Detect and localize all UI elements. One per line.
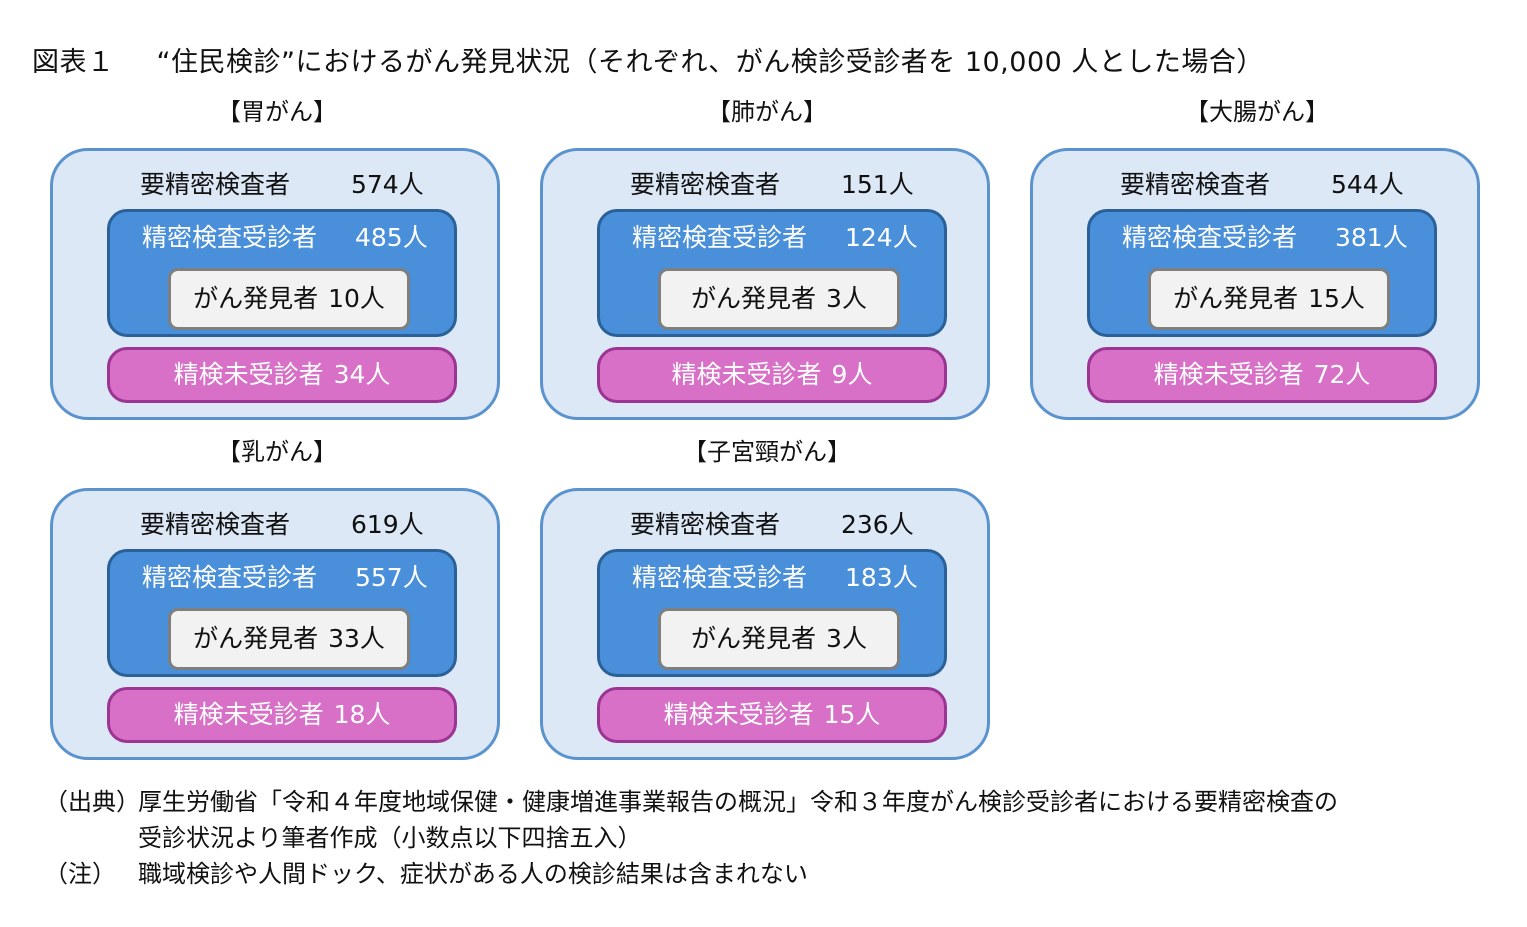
panel-label: 【胃がん】 — [217, 98, 337, 126]
required-label: 要精密検査者 — [140, 510, 291, 539]
required-label: 要精密検査者 — [1120, 170, 1271, 199]
figure-number: 図表１ — [32, 47, 115, 78]
examined-box: 精密検査受診者 381人がん発見者 15人 — [1087, 209, 1437, 337]
examined-label: 精密検査受診者 — [632, 563, 808, 592]
found-label: がん発見者 — [691, 284, 817, 313]
examined-label: 精密検査受診者 — [142, 223, 318, 252]
required-value: 574人 — [351, 170, 424, 199]
examined-box: 精密検査受診者 183人がん発見者 3人 — [597, 549, 947, 677]
unexamined-label: 精検未受診者 — [173, 360, 324, 389]
found-label: がん発見者 — [193, 624, 319, 653]
cancer-found-box: がん発見者 15人 — [1148, 268, 1390, 330]
examined-value: 557人 — [355, 563, 428, 592]
unexamined-label: 精検未受診者 — [663, 700, 814, 729]
found-value: 3人 — [826, 624, 867, 653]
unexamined-label: 精検未受診者 — [671, 360, 822, 389]
required-label: 要精密検査者 — [140, 170, 291, 199]
examined-label: 精密検査受診者 — [142, 563, 318, 592]
panel-label: 【乳がん】 — [217, 438, 337, 466]
cancer-found-box: がん発見者 33人 — [168, 608, 410, 670]
required-value: 151人 — [841, 170, 914, 199]
cancer-found-box: がん発見者 3人 — [658, 268, 900, 330]
unexamined-value: 9人 — [831, 360, 873, 389]
unexamined-box: 精検未受診者 9人 — [597, 347, 947, 403]
unexamined-box: 精検未受診者 72人 — [1087, 347, 1437, 403]
note-tag: （注） — [44, 860, 116, 888]
figure-title: 図表１ “住民検診”におけるがん発見状況（それぞれ、がん検診受診者を 10,000… — [32, 40, 1264, 79]
required-value: 619人 — [351, 510, 424, 539]
source-tag: （出典） — [44, 788, 140, 816]
found-label: がん発見者 — [193, 284, 319, 313]
examined-box: 精密検査受診者 557人がん発見者 33人 — [107, 549, 457, 677]
examined-value: 124人 — [845, 223, 918, 252]
unexamined-label: 精検未受診者 — [1153, 360, 1304, 389]
figure-title-text: “住民検診”におけるがん発見状況（それぞれ、がん検診受診者を 10,000 人と… — [156, 47, 1264, 78]
unexamined-label: 精検未受診者 — [173, 700, 324, 729]
required-value: 544人 — [1331, 170, 1404, 199]
required-exam-box: 要精密検査者 544人精密検査受診者 381人がん発見者 15人精検未受診者 72人 — [1030, 148, 1480, 420]
required-exam-box: 要精密検査者 574人精密検査受診者 485人がん発見者 10人精検未受診者 34人 — [50, 148, 500, 420]
found-value: 10人 — [328, 284, 385, 313]
cancer-found-box: がん発見者 10人 — [168, 268, 410, 330]
required-label: 要精密検査者 — [630, 510, 781, 539]
required-exam-box: 要精密検査者 619人精密検査受診者 557人がん発見者 33人精検未受診者 18人 — [50, 488, 500, 760]
source-text-1: 厚生労働省「令和４年度地域保健・健康増進事業報告の概況」令和３年度がん検診受診者… — [138, 788, 1338, 816]
required-exam-box: 要精密検査者 151人精密検査受診者 124人がん発見者 3人精検未受診者 9人 — [540, 148, 990, 420]
unexamined-box: 精検未受診者 34人 — [107, 347, 457, 403]
unexamined-value: 18人 — [333, 700, 391, 729]
examined-value: 381人 — [1335, 223, 1408, 252]
examined-value: 183人 — [845, 563, 918, 592]
found-value: 33人 — [328, 624, 385, 653]
unexamined-box: 精検未受診者 18人 — [107, 687, 457, 743]
required-exam-box: 要精密検査者 236人精密検査受診者 183人がん発見者 3人精検未受診者 15人 — [540, 488, 990, 760]
panel-label: 【子宮頸がん】 — [683, 438, 851, 466]
cancer-found-box: がん発見者 3人 — [658, 608, 900, 670]
unexamined-value: 15人 — [823, 700, 881, 729]
found-label: がん発見者 — [1173, 284, 1299, 313]
note-text: 職域検診や人間ドック、症状がある人の検診結果は含まれない — [138, 860, 808, 888]
required-value: 236人 — [841, 510, 914, 539]
examined-value: 485人 — [355, 223, 428, 252]
unexamined-value: 72人 — [1313, 360, 1371, 389]
unexamined-value: 34人 — [333, 360, 391, 389]
found-value: 3人 — [826, 284, 867, 313]
found-value: 15人 — [1308, 284, 1365, 313]
panel-label: 【大腸がん】 — [1185, 98, 1329, 126]
unexamined-box: 精検未受診者 15人 — [597, 687, 947, 743]
source-text-2: 受診状況より筆者作成（小数点以下四捨五入） — [138, 824, 642, 852]
examined-label: 精密検査受診者 — [632, 223, 808, 252]
examined-label: 精密検査受診者 — [1122, 223, 1298, 252]
examined-box: 精密検査受診者 124人がん発見者 3人 — [597, 209, 947, 337]
required-label: 要精密検査者 — [630, 170, 781, 199]
examined-box: 精密検査受診者 485人がん発見者 10人 — [107, 209, 457, 337]
found-label: がん発見者 — [691, 624, 817, 653]
panel-label: 【肺がん】 — [707, 98, 827, 126]
